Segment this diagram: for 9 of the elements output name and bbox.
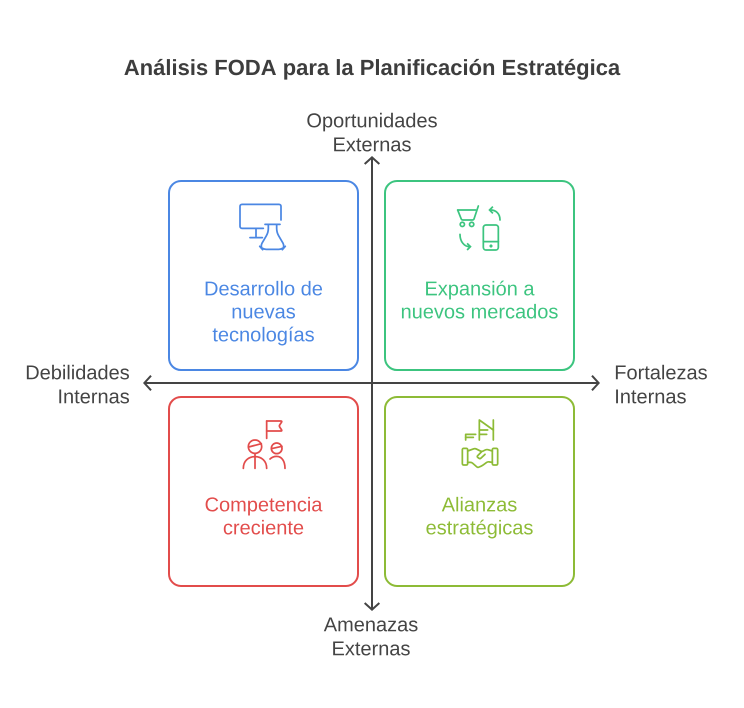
quadrant-box: Competencia creciente <box>168 396 359 587</box>
axis-label: Fortalezas Internas <box>616 364 707 404</box>
axis-label: Oportunidades Externas <box>307 112 437 152</box>
quadrant-box: Desarrollo de nuevas tecnologías <box>168 180 359 371</box>
quadrant-box: Alianzas estratégicas <box>384 396 575 587</box>
quadrant-box: Expansión a nuevos mercados <box>384 180 575 371</box>
title: Análisis FODA para la Planificación Estratégica <box>124 58 620 80</box>
axis-label: Debilidades Internas <box>26 364 129 404</box>
axis-label: Amenazas Externas <box>324 618 418 656</box>
